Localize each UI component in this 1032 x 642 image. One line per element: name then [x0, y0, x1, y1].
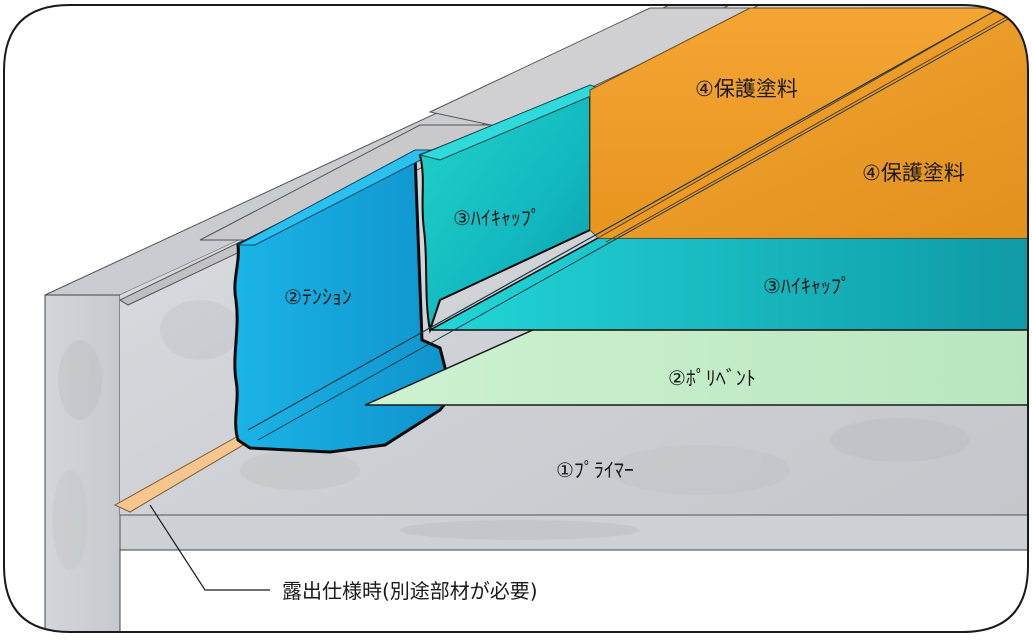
concrete-texture: [52, 300, 970, 570]
protective-coat-floor: [598, 8, 1028, 238]
label-exposed-spec-note: 露出仕様時(別途部材が必要): [282, 579, 538, 603]
slab-underside: [119, 549, 1028, 632]
label-polyvent-sheet: ②ﾎﾟﾘﾍﾞﾝﾄ: [668, 366, 756, 390]
label-primer: ①ﾌﾟﾗｲﾏｰ: [556, 458, 634, 482]
label-protective-coat-right: ④保護塗料: [862, 161, 965, 185]
parapet-front-face: [44, 294, 121, 632]
label-tension-sheet: ②ﾃﾝｼｮﾝ: [284, 285, 352, 309]
label-hicap-horizontal: ③ﾊｲｷｬｯﾌﾟ: [763, 274, 851, 298]
label-protective-coat-upper: ④保護塗料: [695, 77, 798, 101]
hicap-floor: [429, 237, 1028, 331]
leader-line: [149, 504, 270, 591]
tension-sheet: [233, 152, 454, 454]
concrete-slab-edge: [119, 514, 1028, 551]
fold-line-orange-2: [605, 11, 1016, 243]
fold-line-orange-1: [597, 7, 1001, 239]
label-hicap-vertical: ③ﾊｲｷｬｯﾌﾟ: [453, 206, 541, 230]
fold-line-1: [247, 7, 1001, 431]
fold-line-2: [257, 17, 1011, 441]
frame-border: [3, 4, 1029, 633]
